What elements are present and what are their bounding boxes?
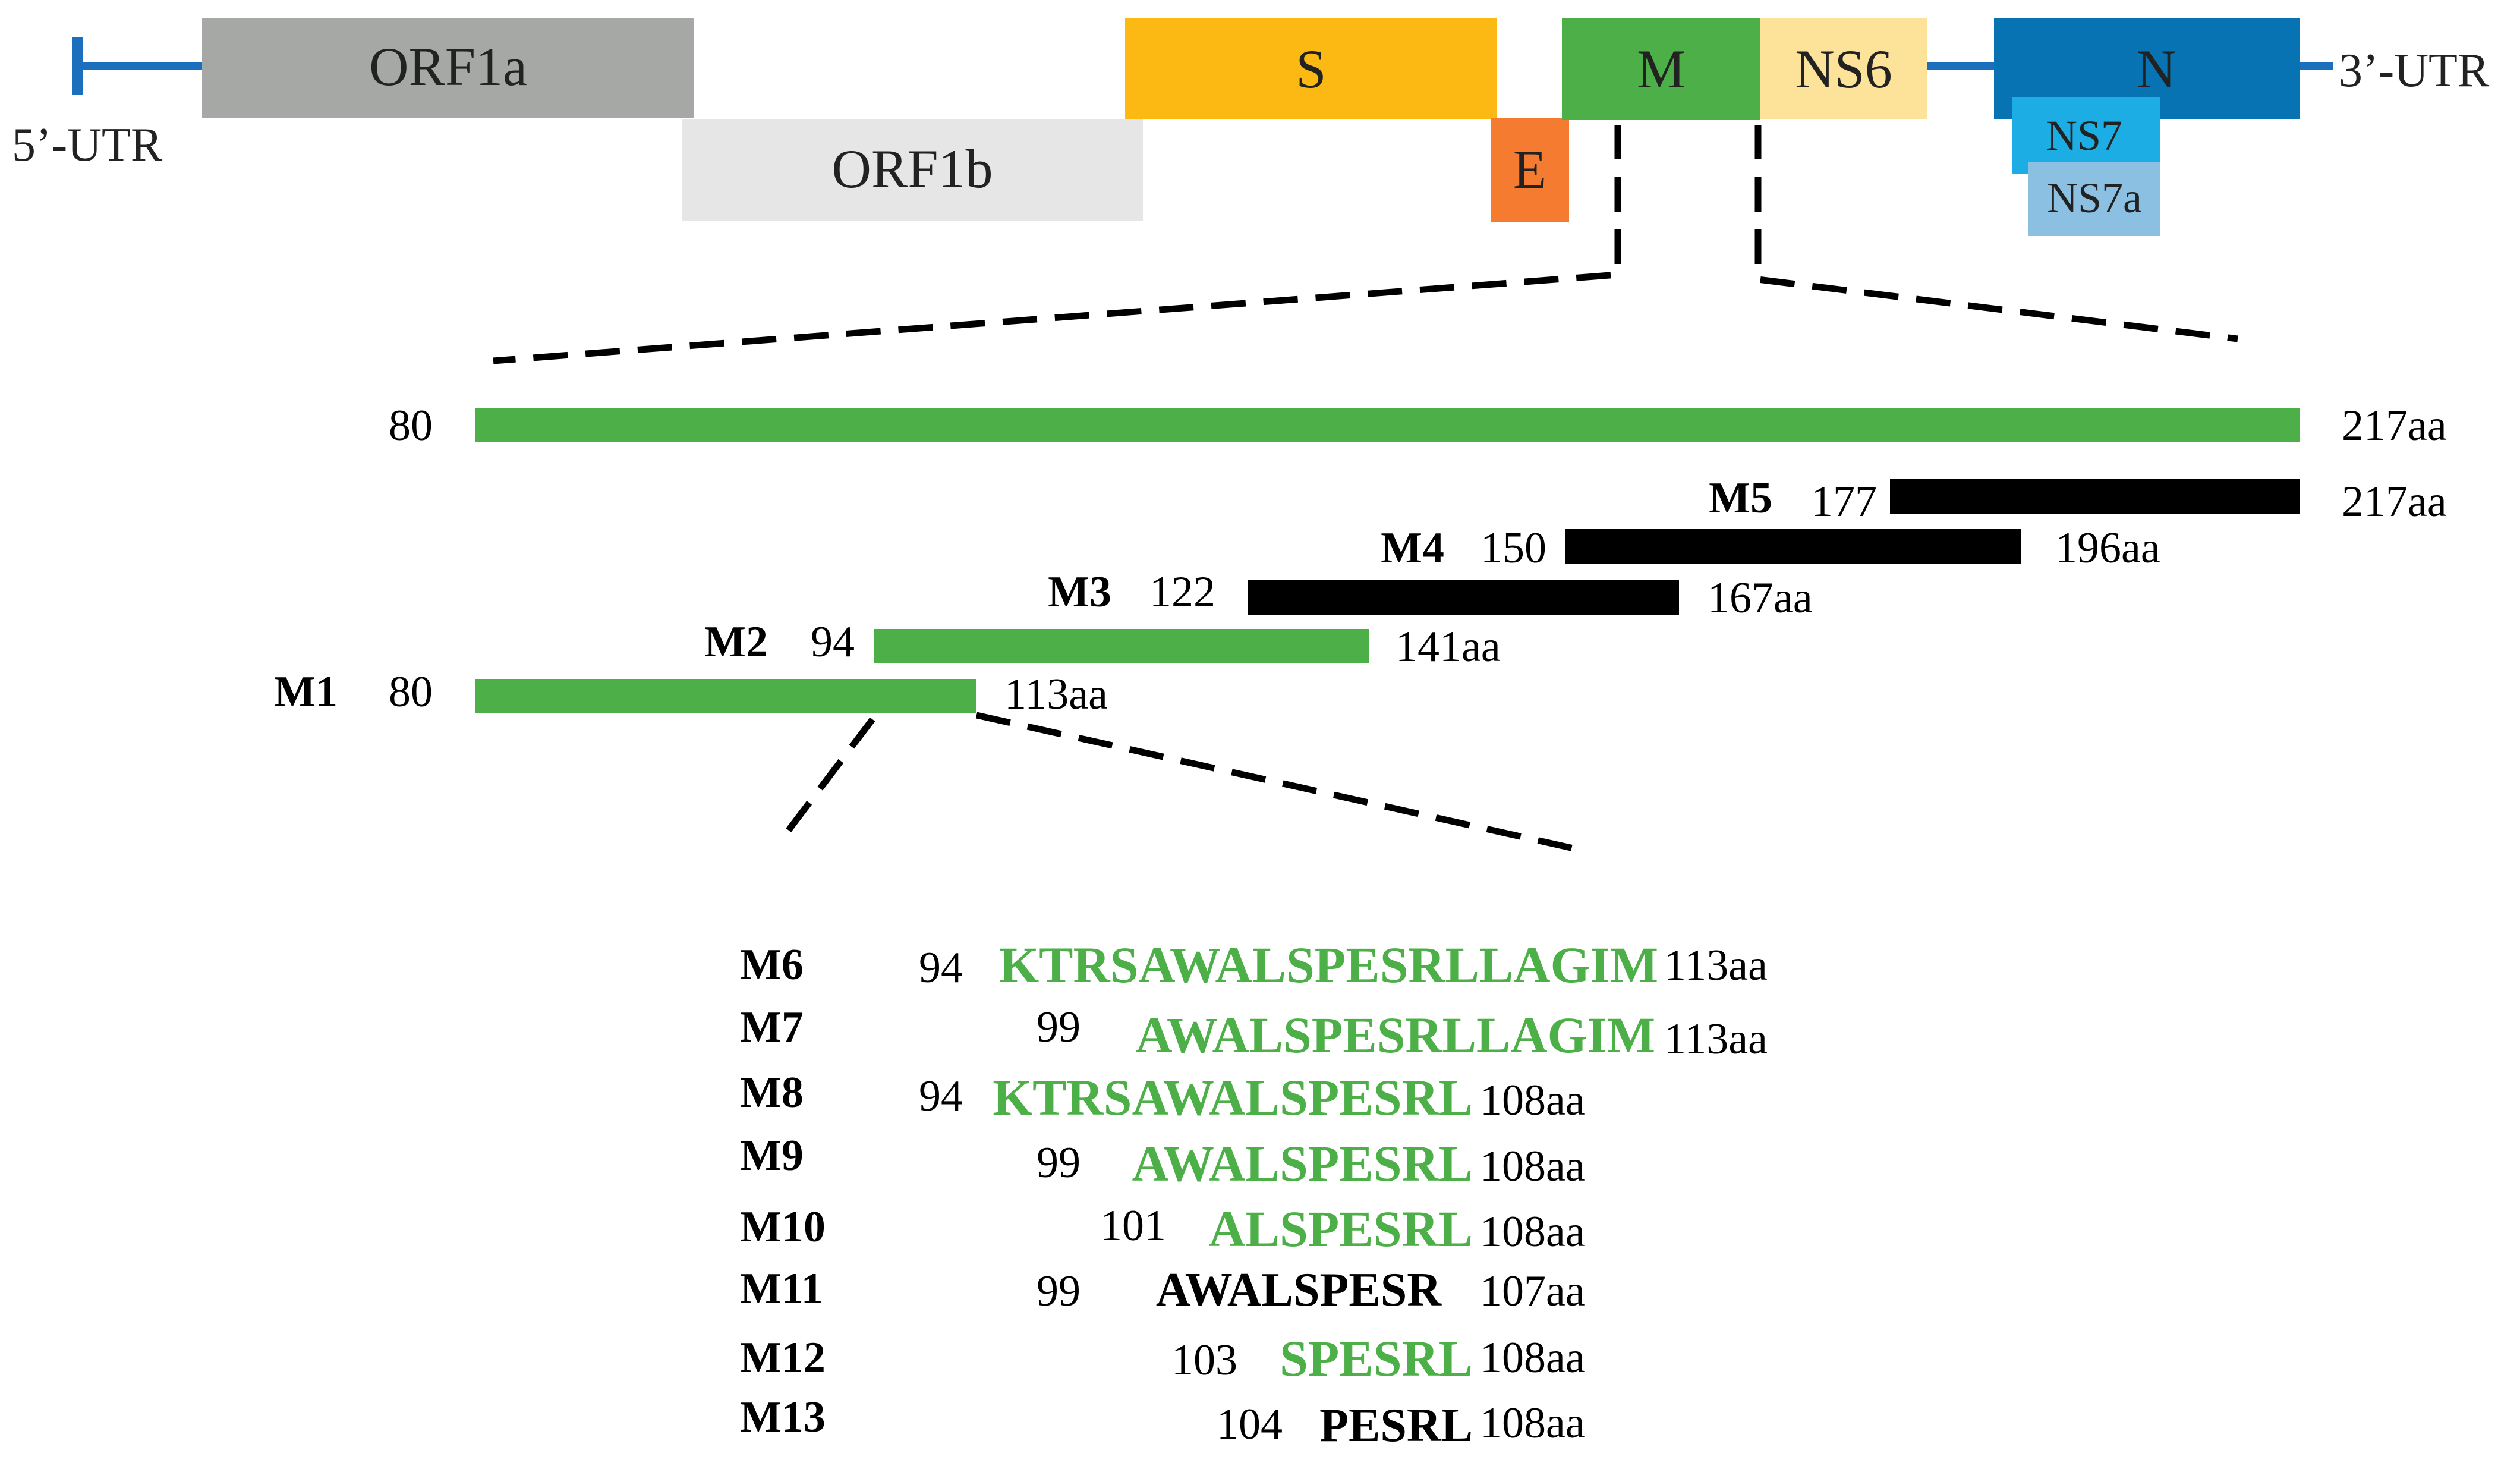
m4-start: 150 bbox=[1480, 524, 1546, 572]
ns6-box bbox=[1760, 18, 1927, 119]
zoom-line-lower-left bbox=[780, 717, 875, 839]
m13-name: M13 bbox=[740, 1393, 826, 1442]
m-protein-end: 217aa bbox=[2342, 401, 2447, 450]
m13-start: 104 bbox=[1217, 1400, 1283, 1449]
m6-start: 94 bbox=[919, 943, 963, 992]
m2-name: M2 bbox=[704, 618, 768, 666]
orf1b-box bbox=[682, 119, 1143, 221]
m-label: M bbox=[1637, 39, 1686, 99]
m5-end: 217aa bbox=[2342, 477, 2447, 526]
m8-name: M8 bbox=[740, 1068, 804, 1117]
m10-seq: ALSPESRL bbox=[1209, 1200, 1473, 1257]
m-protein-start: 80 bbox=[389, 401, 433, 450]
m13-end: 108aa bbox=[1480, 1399, 1585, 1448]
m1-name: M1 bbox=[274, 668, 338, 716]
ns7a-label: NS7a bbox=[2047, 174, 2142, 222]
m8-seq: KTRSAWALSPESRL bbox=[993, 1069, 1473, 1126]
m6-name: M6 bbox=[740, 940, 804, 989]
m11-seq: AWALSPESR bbox=[1156, 1264, 1442, 1316]
m10-start: 101 bbox=[1100, 1201, 1166, 1250]
m11-end: 107aa bbox=[1480, 1267, 1585, 1316]
m8-start: 94 bbox=[919, 1072, 963, 1121]
e-label: E bbox=[1513, 139, 1546, 200]
m12-start: 103 bbox=[1171, 1336, 1237, 1385]
m12-seq: SPESRL bbox=[1280, 1330, 1473, 1387]
m7-name: M7 bbox=[740, 1003, 804, 1052]
fragments: M5 177 217aa M4 150 196aa M3 122 167aa M… bbox=[274, 474, 2447, 719]
m11-name: M11 bbox=[740, 1264, 823, 1313]
zoom-line-lower-right bbox=[975, 712, 1577, 853]
m4-end: 196aa bbox=[2055, 524, 2160, 572]
m-box bbox=[1562, 18, 1760, 120]
m3-start: 122 bbox=[1149, 568, 1215, 616]
m1-start: 80 bbox=[389, 668, 433, 716]
m2-end: 141aa bbox=[1396, 622, 1501, 671]
m10-end: 108aa bbox=[1480, 1207, 1585, 1256]
peptides: M6 94 KTRSAWALSPESRLLAGIM 113aa M7 99 AW… bbox=[740, 936, 1768, 1452]
m5-start: 177 bbox=[1811, 477, 1877, 526]
m9-start: 99 bbox=[1037, 1138, 1081, 1187]
m7-end: 113aa bbox=[1664, 1015, 1768, 1064]
m8-end: 108aa bbox=[1480, 1076, 1585, 1125]
m7-start: 99 bbox=[1037, 1003, 1081, 1052]
ns7a-box bbox=[2028, 162, 2160, 236]
ns6-label: NS6 bbox=[1795, 39, 1892, 99]
m12-end: 108aa bbox=[1480, 1333, 1585, 1382]
utr3-label: 3’-UTR bbox=[2339, 45, 2490, 97]
m4-bar bbox=[1565, 529, 2021, 564]
e-box bbox=[1491, 118, 1569, 222]
s-box bbox=[1125, 18, 1497, 119]
m-protein: 80 217aa bbox=[389, 401, 2447, 450]
genome-map: ORF1a ORF1b S E M NS6 N NS7 NS7a 5’-UTR … bbox=[12, 18, 2490, 236]
orf1b-label: ORF1b bbox=[832, 139, 993, 199]
zoom-line-left bbox=[493, 125, 1621, 364]
m-protein-bar bbox=[475, 408, 2300, 442]
m5-name: M5 bbox=[1709, 474, 1772, 523]
zoom-lines-lower bbox=[780, 712, 1577, 853]
orf1a-label: ORF1a bbox=[369, 36, 527, 97]
utr5-label: 5’-UTR bbox=[12, 119, 163, 171]
m3-name: M3 bbox=[1048, 568, 1111, 616]
m12-name: M12 bbox=[740, 1333, 826, 1382]
m2-bar bbox=[874, 629, 1369, 663]
m6-seq: KTRSAWALSPESRLLAGIM bbox=[999, 936, 1658, 993]
m7-seq: AWALSPESRLLAGIM bbox=[1135, 1006, 1655, 1064]
m9-seq: AWALSPESRL bbox=[1132, 1135, 1473, 1192]
ns7-box bbox=[2012, 97, 2160, 174]
m4-name: M4 bbox=[1381, 524, 1444, 572]
m3-bar bbox=[1248, 580, 1679, 615]
m1-bar bbox=[475, 679, 976, 713]
orf1a-box bbox=[202, 18, 694, 118]
ns7-label: NS7 bbox=[2046, 112, 2122, 159]
s-label: S bbox=[1296, 39, 1326, 99]
zoom-lines-upper bbox=[493, 125, 2238, 364]
m9-end: 108aa bbox=[1480, 1142, 1585, 1191]
m5-bar bbox=[1890, 479, 2300, 514]
zoom-line-right bbox=[1754, 125, 2238, 342]
m13-seq: PESRL bbox=[1319, 1399, 1473, 1452]
m10-name: M10 bbox=[740, 1203, 826, 1251]
m2-start: 94 bbox=[811, 618, 855, 666]
m1-end: 113aa bbox=[1004, 670, 1108, 719]
m3-end: 167aa bbox=[1708, 574, 1813, 622]
m9-name: M9 bbox=[740, 1131, 804, 1180]
m6-end: 113aa bbox=[1664, 941, 1768, 990]
n-label: N bbox=[2137, 39, 2176, 99]
m11-start: 99 bbox=[1037, 1267, 1081, 1316]
